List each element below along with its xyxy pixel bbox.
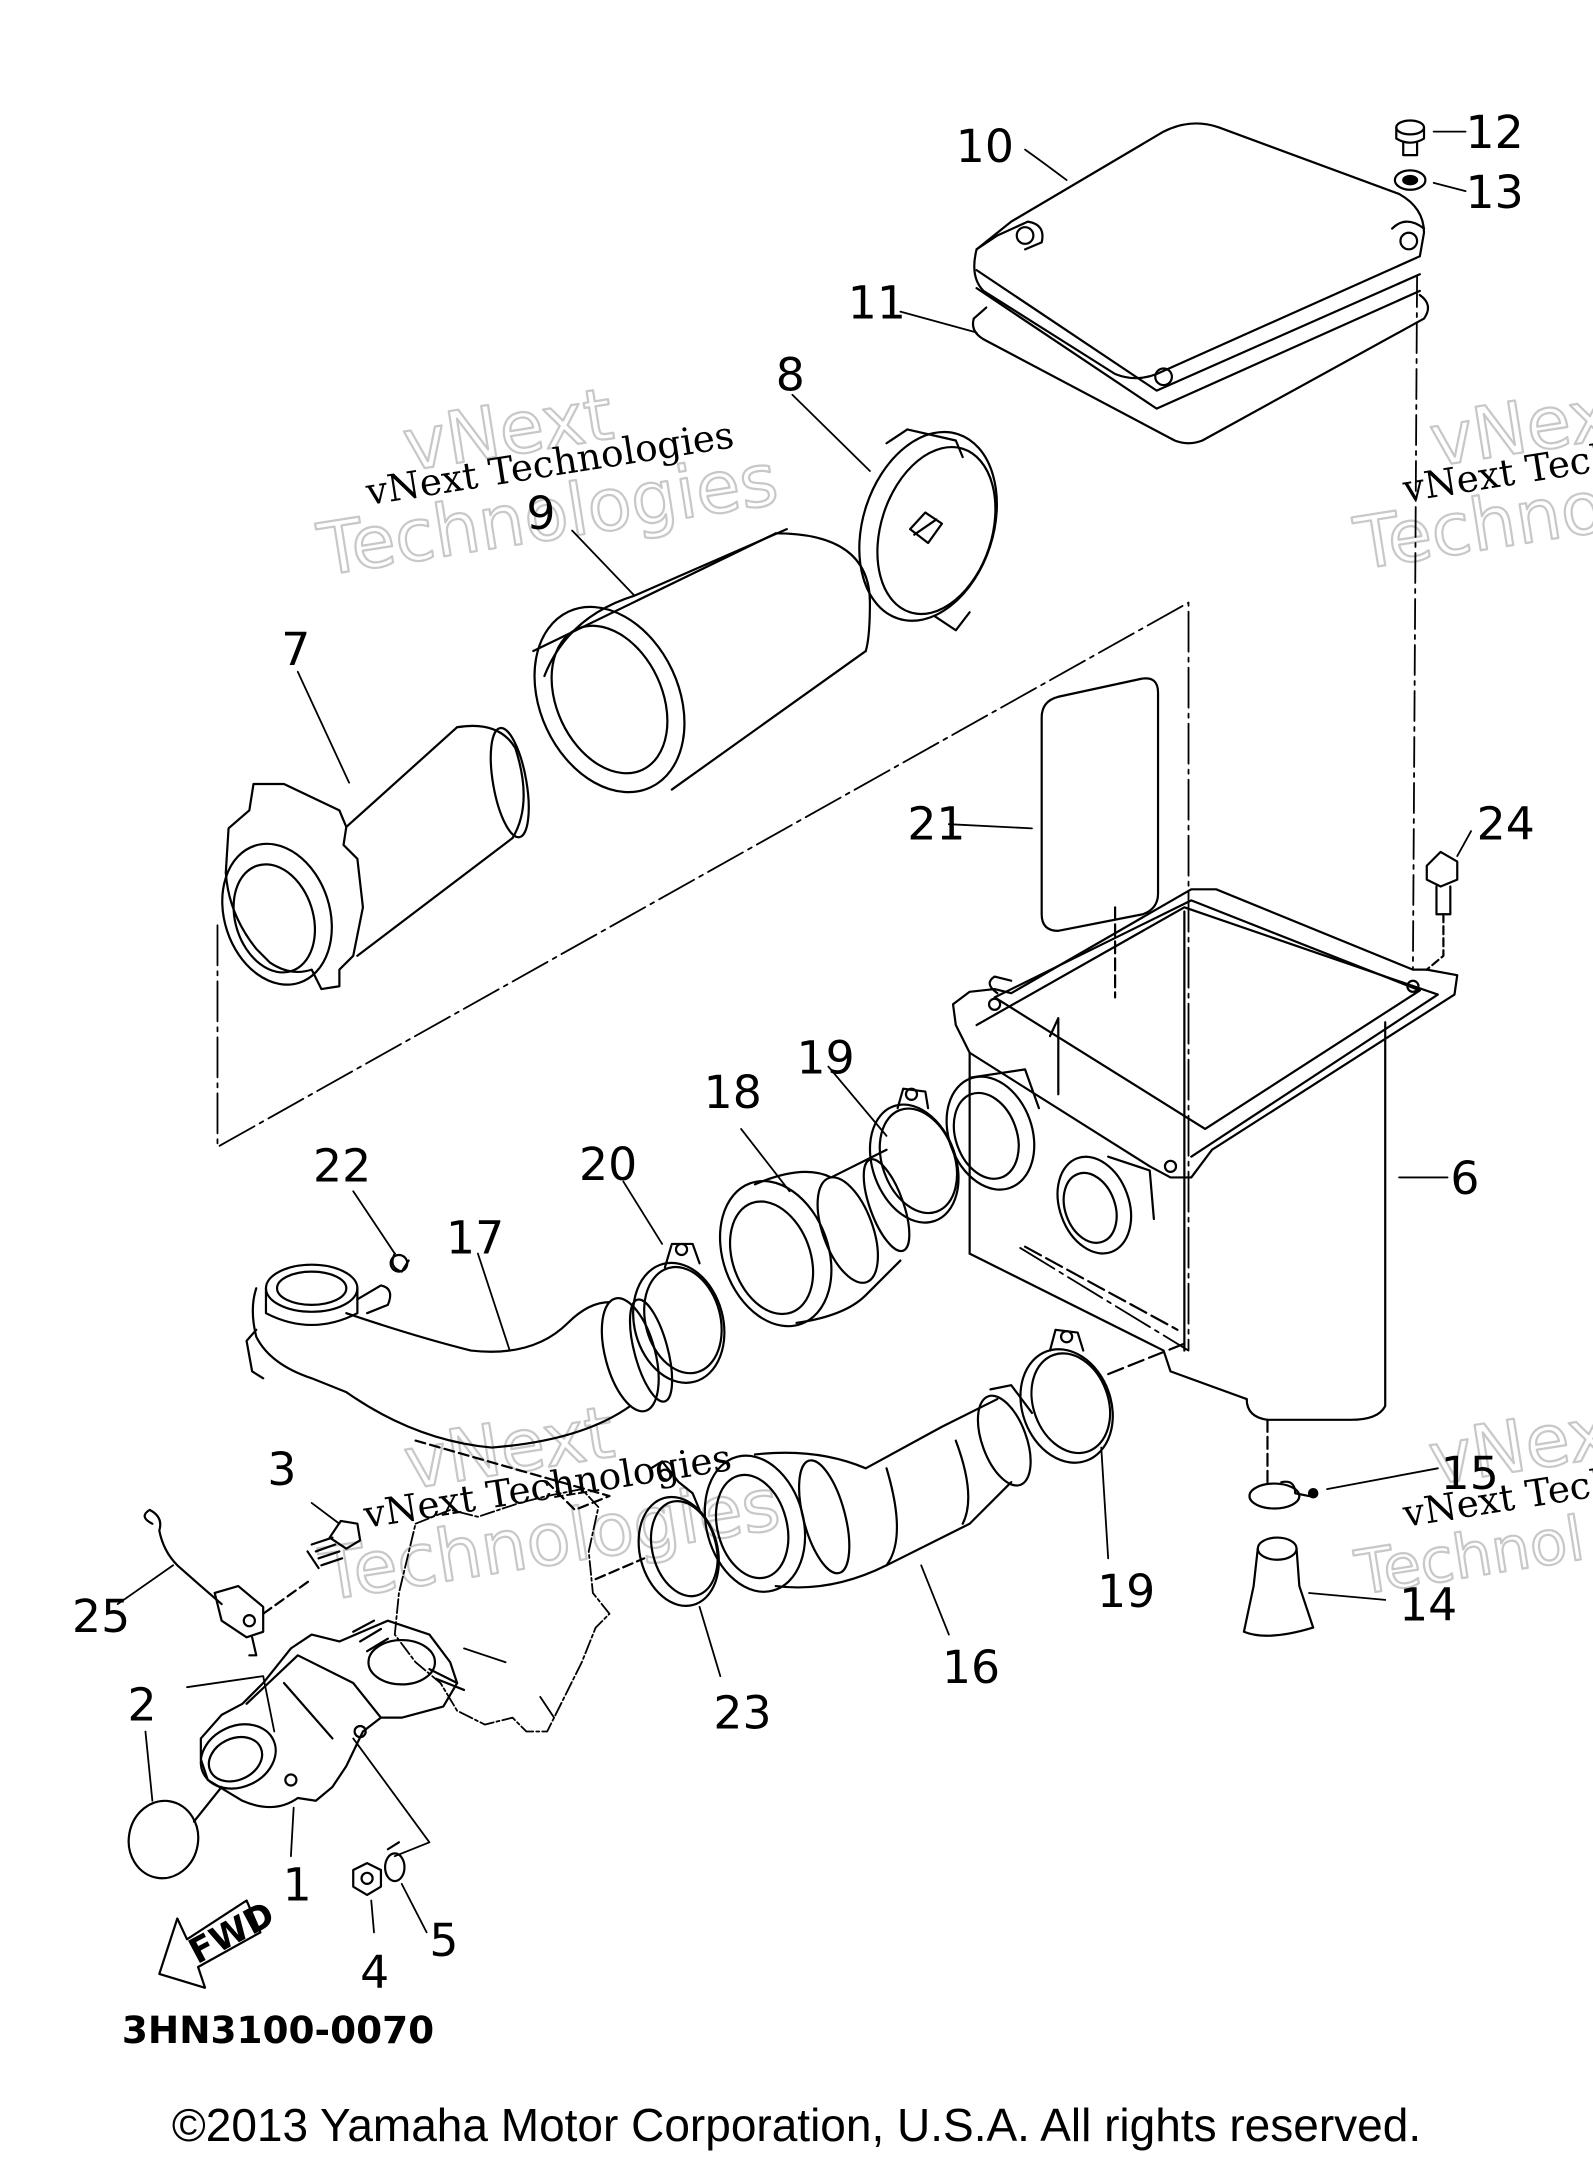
airbox-cover <box>974 123 1424 408</box>
label-part-11: 11 <box>848 277 906 330</box>
washer-5 <box>385 1842 404 1881</box>
label-part-25: 25 <box>72 1590 130 1643</box>
label-part-23: 23 <box>713 1687 771 1740</box>
label-part-4: 4 <box>360 1946 389 1999</box>
carburetor-outline <box>395 1489 610 1731</box>
label-part-22: 22 <box>313 1140 371 1193</box>
joint-16 <box>690 1385 1041 1603</box>
label-part-6: 6 <box>1450 1152 1479 1205</box>
part-labels: 10 11 12 13 8 9 7 21 24 6 19 18 20 22 17… <box>72 106 1535 2052</box>
inner-element <box>205 725 536 999</box>
nut-4 <box>353 1863 381 1895</box>
clamp-19-lower <box>1005 1330 1184 1476</box>
o-ring-2 <box>123 1787 222 1884</box>
label-part-2: 2 <box>127 1678 156 1731</box>
label-part-14: 14 <box>1399 1579 1457 1632</box>
sensor-mount-line <box>187 1676 274 1731</box>
label-part-7: 7 <box>281 623 310 676</box>
svg-text:FWD: FWD <box>183 1895 282 1973</box>
partition-plate <box>1042 678 1158 997</box>
element-cap <box>836 414 1020 639</box>
label-part-13: 13 <box>1466 166 1524 219</box>
clamp-20 <box>620 1244 737 1393</box>
label-part-15: 15 <box>1441 1447 1499 1500</box>
label-part-10: 10 <box>956 120 1014 173</box>
leader-lines <box>118 132 1471 1933</box>
intake-manifold <box>190 1621 464 1807</box>
manifold-stud-line <box>353 1738 429 1856</box>
label-part-18: 18 <box>704 1066 762 1119</box>
joint-18 <box>701 1150 919 1342</box>
watermark-top-right: vNex Technol vNext Techn <box>1347 371 1593 588</box>
watermark-top-left: vNext Technologies vNext Technologies <box>311 371 784 594</box>
sensor-25 <box>145 1510 312 1655</box>
clip-22 <box>391 1254 409 1272</box>
fwd-arrow: FWD <box>159 1895 281 1988</box>
outer-element <box>506 529 870 817</box>
clamp-23 <box>596 1461 731 1615</box>
label-part-21: 21 <box>907 797 965 850</box>
label-part-17: 17 <box>446 1212 504 1265</box>
cover-alignment-line <box>1413 277 1417 970</box>
air-box <box>931 889 1457 1482</box>
clamp-19-upper <box>854 1089 974 1235</box>
label-part-12: 12 <box>1466 106 1524 159</box>
label-part-16: 16 <box>942 1641 1000 1694</box>
label-part-19-lower: 19 <box>1097 1565 1155 1618</box>
diagram-code: 3HN3100-0070 <box>122 2008 434 2052</box>
copyright-notice: ©2013 Yamaha Motor Corporation, U.S.A. A… <box>171 2099 1422 2151</box>
drain-14 <box>1244 1538 1313 1636</box>
clip-15 <box>1249 1482 1317 1509</box>
watermark-bottom-left: vNext Technologies vNext Technologies <box>313 1389 786 1619</box>
label-part-20: 20 <box>579 1138 637 1191</box>
label-part-9: 9 <box>526 487 555 540</box>
label-part-19-upper: 19 <box>796 1032 854 1085</box>
label-part-3: 3 <box>267 1443 296 1496</box>
label-part-1: 1 <box>283 1859 312 1912</box>
intake-tube-17 <box>247 1265 681 1510</box>
label-part-8: 8 <box>776 349 805 402</box>
label-part-5: 5 <box>429 1914 458 1967</box>
assembly-boundary-line <box>217 603 1188 1351</box>
label-part-24: 24 <box>1477 797 1535 850</box>
washer-13 <box>1395 170 1425 189</box>
screw-12 <box>1396 121 1424 156</box>
bolt-24 <box>1427 852 1457 970</box>
